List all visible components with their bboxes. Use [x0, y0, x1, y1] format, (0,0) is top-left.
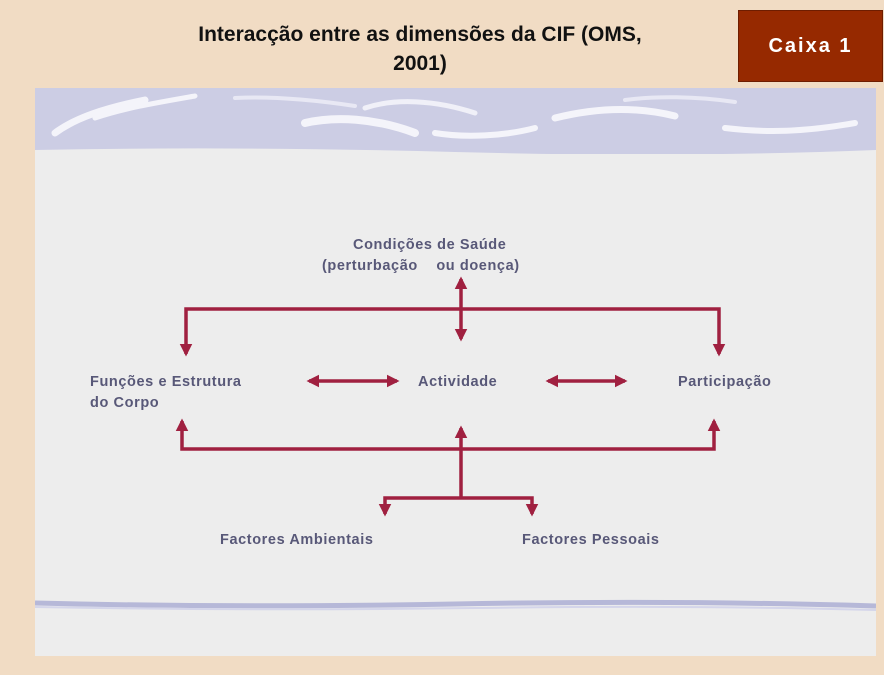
title-text: Interacção entre as dimensões da CIF (OM…	[120, 20, 720, 78]
decorative-strokes	[35, 93, 876, 611]
environmental-factors-label: Factores Ambientais	[220, 532, 374, 548]
title-line-2: 2001)	[393, 52, 447, 75]
arrow-group	[175, 276, 726, 517]
top-connector	[179, 307, 726, 357]
health-condition-label: Condições de Saúde	[353, 237, 507, 253]
body-structure-label: do Corpo	[90, 395, 160, 411]
title-line-1: Interacção entre as dimensões da CIF (OM…	[198, 23, 642, 46]
connector-arrows	[175, 276, 726, 517]
context-branch	[378, 496, 539, 517]
body-functions-label: Funções e Estrutura	[90, 374, 242, 390]
diagram-panel: Condições de Saúde (perturbação ou doenç…	[35, 88, 876, 656]
participation-label: Participação	[678, 374, 772, 390]
health-condition-sublabel: (perturbação ou doença)	[322, 258, 520, 274]
bottom-connector	[175, 418, 721, 451]
activity-label: Actividade	[418, 374, 498, 390]
box-badge: Caixa 1	[738, 10, 883, 82]
personal-factors-label: Factores Pessoais	[522, 532, 660, 548]
